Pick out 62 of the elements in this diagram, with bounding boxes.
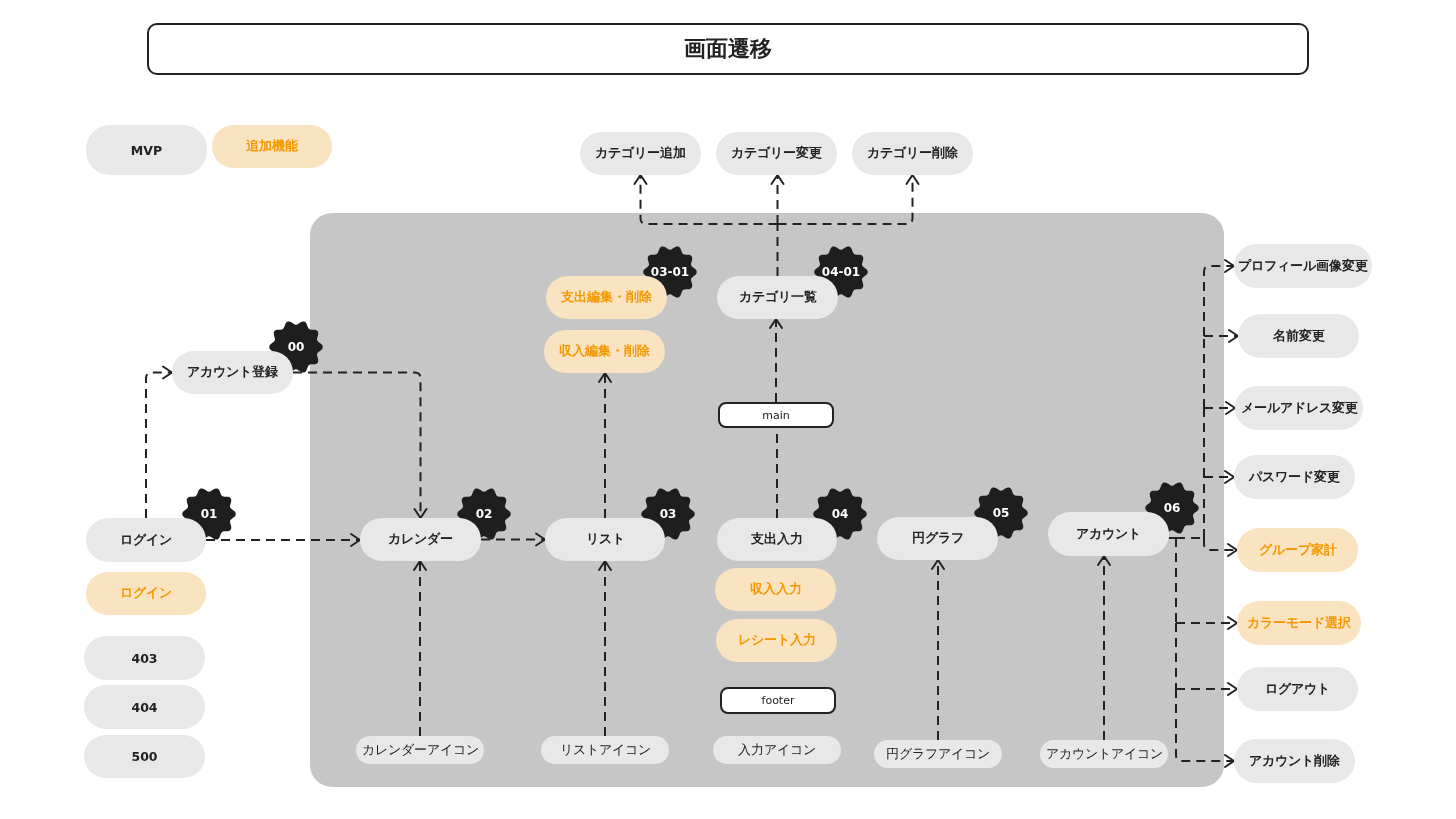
arrow (1203, 259, 1235, 337)
arrow (776, 174, 920, 225)
screen-pill: アカウント削除 (1234, 739, 1355, 783)
screen-pill: ログアウト (1237, 667, 1358, 711)
legend-key: MVP (86, 125, 207, 175)
screen-pill: ログイン (86, 518, 206, 562)
arrow (205, 533, 361, 547)
connector-line (1175, 537, 1177, 624)
screen-pill: 500 (84, 735, 205, 778)
screen-pill: カテゴリー変更 (716, 132, 837, 175)
arrow (1097, 555, 1111, 741)
arrow (1175, 688, 1235, 768)
arrow (1175, 682, 1238, 696)
screen-pill: カテゴリー削除 (852, 132, 973, 175)
icon-label-pill: 入力アイコン (713, 736, 841, 764)
connector-line (1203, 476, 1205, 539)
screen-pill: ログイン (86, 572, 206, 615)
arrow (480, 532, 546, 547)
screen-pill: カラーモード選択 (1237, 601, 1361, 645)
arrow (598, 560, 612, 737)
arrow (1203, 537, 1238, 557)
arrow (1203, 329, 1239, 343)
icon-label-pill: 円グラフアイコン (874, 740, 1002, 768)
arrow (413, 560, 427, 737)
connector-line (776, 223, 779, 277)
panel (310, 213, 1224, 787)
arrow (1175, 616, 1238, 630)
screen-pill: 収入編集・削除 (544, 330, 665, 373)
arrow (633, 174, 779, 225)
screen-pill: 収入入力 (715, 568, 836, 611)
arrow (769, 318, 783, 403)
arrow (145, 365, 173, 519)
screen-pill: アカウント (1048, 512, 1169, 556)
screen-pill: カテゴリー追加 (580, 132, 701, 175)
arrow (1203, 470, 1235, 484)
connector-line (1168, 537, 1177, 539)
arrow (770, 174, 785, 225)
connector-line (1175, 622, 1177, 690)
section-box: main (718, 402, 834, 428)
screen-pill: プロフィール画像変更 (1234, 244, 1372, 288)
screen-pill: レシート入力 (716, 619, 837, 662)
connector-line (1203, 407, 1205, 478)
screen-pill: グループ家計 (1237, 528, 1358, 572)
screen-pill: 支出入力 (717, 518, 837, 561)
screen-pill: 403 (84, 636, 205, 680)
icon-label-pill: カレンダーアイコン (356, 736, 484, 764)
legend-key: 追加機能 (212, 125, 332, 168)
screen-pill: パスワード変更 (1234, 455, 1355, 499)
arrow (292, 371, 428, 519)
arrow (598, 372, 612, 519)
screen-pill: 円グラフ (877, 517, 998, 560)
icon-label-pill: アカウントアイコン (1040, 740, 1168, 768)
title-banner: 画面遷移 (147, 23, 1309, 75)
screen-pill: 404 (84, 685, 205, 729)
icon-label-pill: リストアイコン (541, 736, 669, 764)
arrow (1203, 401, 1236, 415)
screen-pill: リスト (545, 518, 665, 561)
screen-pill: カレンダー (360, 518, 481, 561)
arrow (931, 559, 945, 741)
screen-pill: 名前変更 (1238, 314, 1359, 358)
screen-pill: メールアドレス変更 (1235, 386, 1363, 430)
section-box: footer (720, 687, 836, 714)
